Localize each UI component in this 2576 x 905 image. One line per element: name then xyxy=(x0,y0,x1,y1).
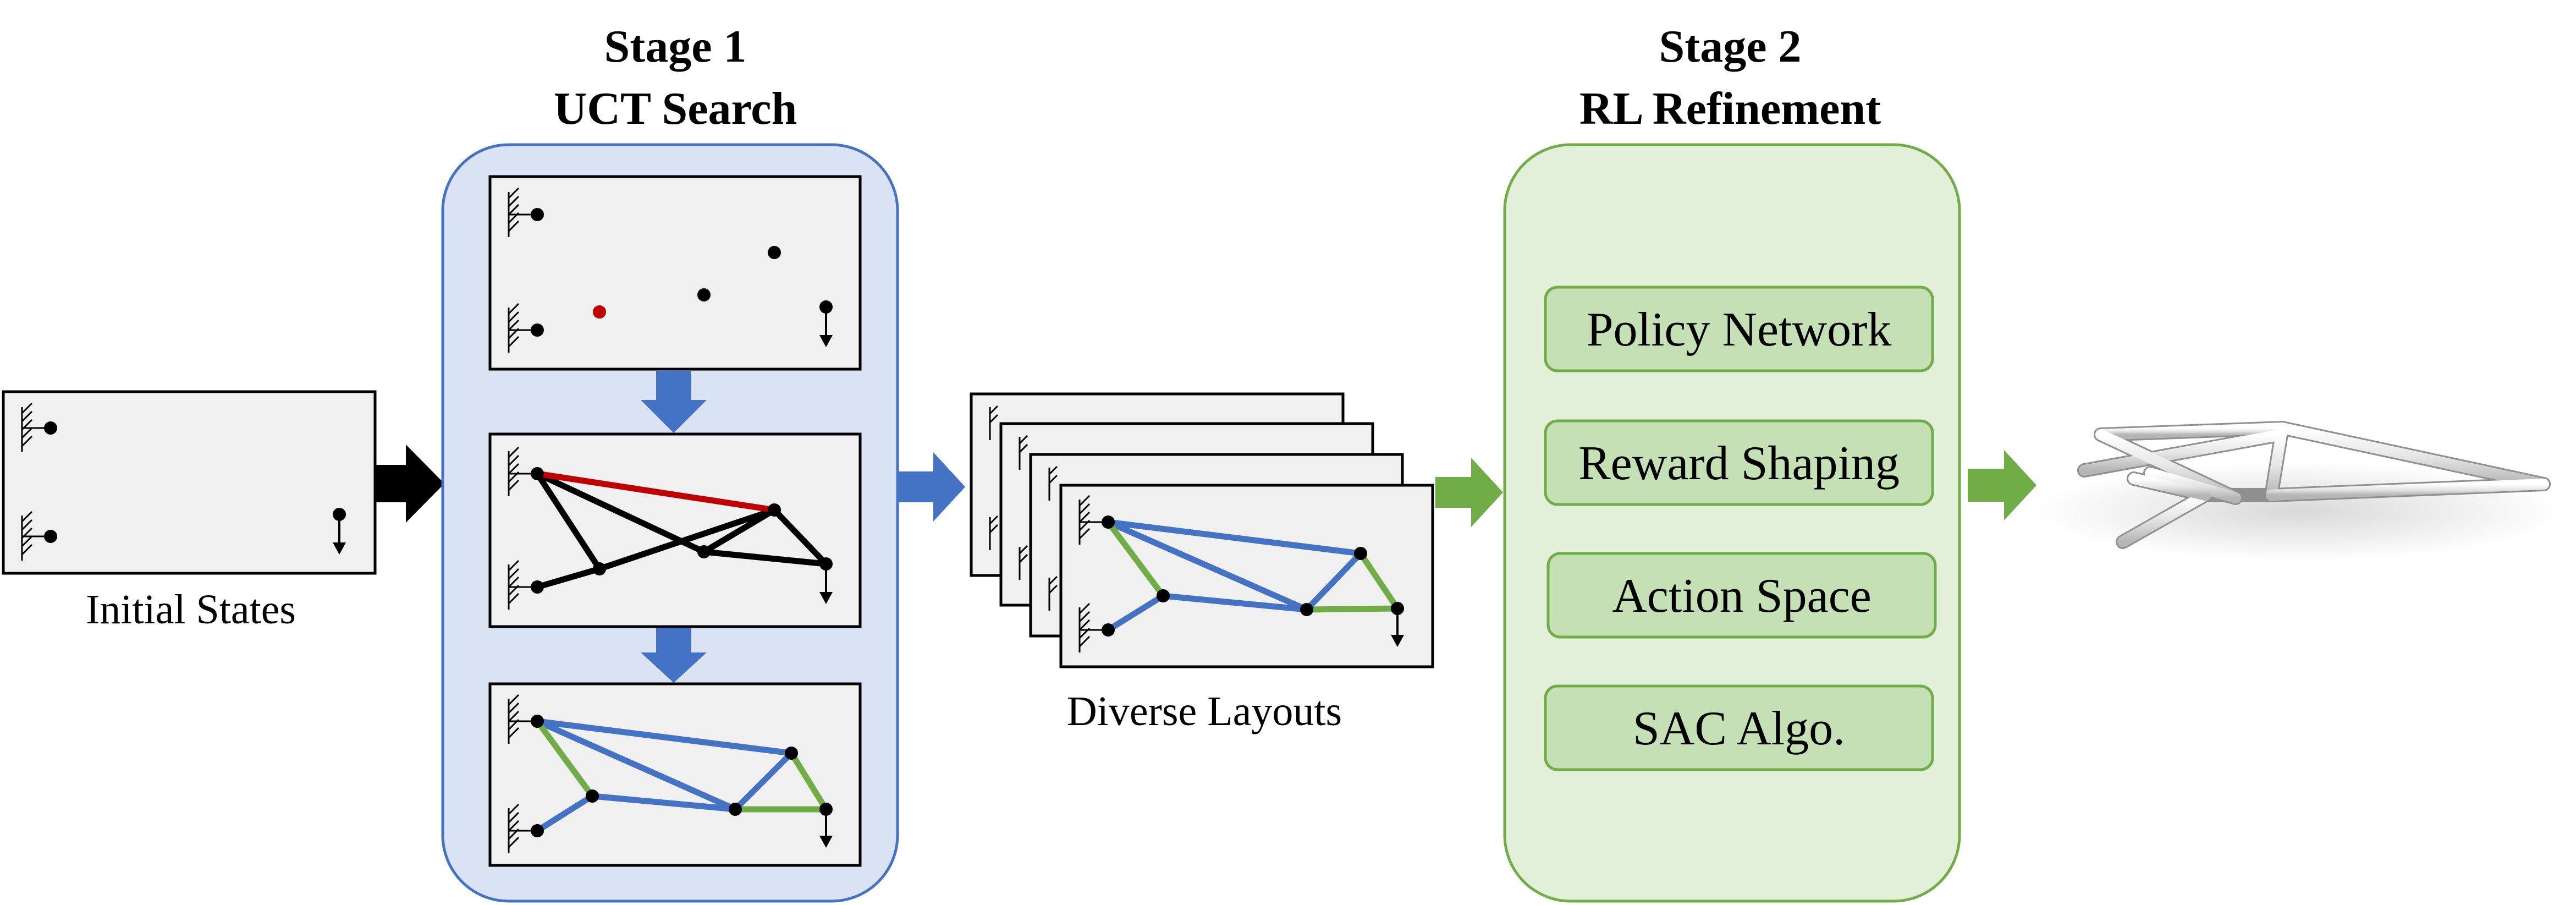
node xyxy=(1102,515,1115,529)
truss-member-green xyxy=(1303,605,1401,613)
layout-card-front xyxy=(1059,484,1434,668)
truss-member-blue xyxy=(732,750,795,813)
stage1-title-line1: Stage 1 xyxy=(604,21,747,72)
load-arrow-icon xyxy=(819,307,833,347)
truss-member xyxy=(771,507,829,567)
node xyxy=(1102,623,1115,637)
truss-member-blue xyxy=(1160,593,1310,613)
truss-member-blue xyxy=(1105,593,1166,633)
module-label: SAC Algo. xyxy=(1633,702,1845,755)
truss-member-blue xyxy=(534,718,739,813)
node xyxy=(1300,603,1313,616)
truss-member xyxy=(534,566,603,590)
uct-step-panel-result xyxy=(488,682,862,867)
truss-member xyxy=(596,507,778,572)
stage2-title-line1: Stage 2 xyxy=(1659,21,1802,72)
down-arrow-2 xyxy=(641,628,707,683)
node-candidate xyxy=(593,305,606,319)
node xyxy=(44,530,57,543)
arrow-to-layouts xyxy=(898,452,965,522)
node xyxy=(531,715,544,728)
arrow-to-output xyxy=(1968,450,2036,520)
truss-member-blue xyxy=(589,793,739,813)
node xyxy=(785,747,798,760)
node xyxy=(531,208,544,221)
node xyxy=(531,323,544,337)
node xyxy=(531,467,544,480)
truss-member-blue xyxy=(1105,519,1310,613)
node xyxy=(531,824,544,837)
module-sac-algo: SAC Algo. xyxy=(1544,684,1934,771)
load-arrow-icon xyxy=(819,564,833,604)
truss-member-green xyxy=(1357,550,1401,612)
initial-states-panel xyxy=(2,390,377,575)
load-arrow-icon xyxy=(1391,608,1404,647)
module-policy-network: Policy Network xyxy=(1544,286,1934,372)
node xyxy=(768,503,781,517)
module-action-space: Action Space xyxy=(1546,552,1937,639)
truss-member xyxy=(701,549,829,567)
truss-member-green xyxy=(1105,519,1166,599)
support-icon xyxy=(508,560,537,610)
truss-member xyxy=(534,470,707,555)
truss-member-blue xyxy=(1105,519,1364,557)
support-icon xyxy=(1078,495,1108,545)
load-arrow-icon xyxy=(819,809,833,848)
module-label: Policy Network xyxy=(1587,303,1892,356)
truss-member-new xyxy=(534,470,778,513)
uct-step-panel-truss xyxy=(488,432,862,628)
module-reward-shaping: Reward Shaping xyxy=(1544,419,1934,506)
node xyxy=(1157,589,1170,602)
node xyxy=(593,562,606,575)
truss-member xyxy=(701,507,778,555)
arrow-to-stage1 xyxy=(375,445,444,523)
module-label: Action Space xyxy=(1612,569,1872,623)
initial-states-caption: Initial States xyxy=(86,586,296,633)
diverse-layouts-caption: Diverse Layouts xyxy=(1067,688,1342,734)
stage2-title-line2: RL Refinement xyxy=(1579,83,1881,134)
truss-member-blue xyxy=(1303,550,1364,613)
node xyxy=(44,421,57,435)
diverse-layouts-stack xyxy=(970,392,1434,668)
truss-member-green xyxy=(788,750,829,813)
truss-member xyxy=(534,470,603,572)
node xyxy=(531,580,544,594)
uct-step-panel-nodes xyxy=(488,175,862,371)
support-icon xyxy=(1078,602,1108,652)
node xyxy=(729,803,742,816)
module-label: Reward Shaping xyxy=(1578,437,1900,490)
down-arrow-1 xyxy=(641,370,707,433)
node xyxy=(586,789,599,803)
node xyxy=(697,288,711,301)
truss-member-blue xyxy=(534,718,795,756)
node xyxy=(768,246,781,259)
node xyxy=(1354,547,1367,560)
load-arrow-icon xyxy=(333,514,346,555)
stage1-title-line2: UCT Search xyxy=(554,83,797,134)
support-icon xyxy=(508,303,537,353)
node xyxy=(697,545,711,558)
arrow-to-stage2 xyxy=(1435,458,1503,527)
truss-member-green xyxy=(534,718,596,799)
truss-member-blue xyxy=(534,793,596,834)
support-icon xyxy=(508,187,537,237)
truss-render xyxy=(2035,380,2575,572)
support-icon xyxy=(508,446,537,496)
stage2-container xyxy=(1503,143,1961,903)
support-icon xyxy=(21,402,51,452)
